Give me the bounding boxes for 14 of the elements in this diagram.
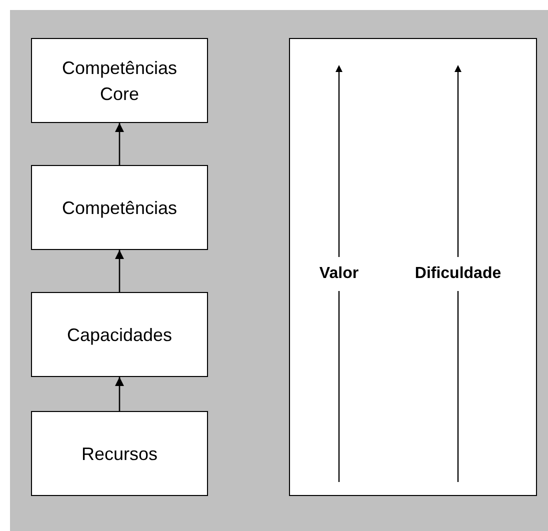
box-label: Competências [60,196,178,220]
process-box [31,292,208,377]
panel-box [289,38,537,496]
arrow [114,377,124,411]
axis-label: Dificuldade [414,265,502,283]
arrow [114,250,124,292]
process-box [31,38,208,123]
box-label: Capacidades [66,324,174,347]
box-label: Competências Core [60,56,178,106]
axis-label: Valor [319,265,359,283]
box-label: Recursos [80,442,159,466]
arrow [114,123,124,165]
process-box [31,165,208,250]
process-box [31,411,208,496]
